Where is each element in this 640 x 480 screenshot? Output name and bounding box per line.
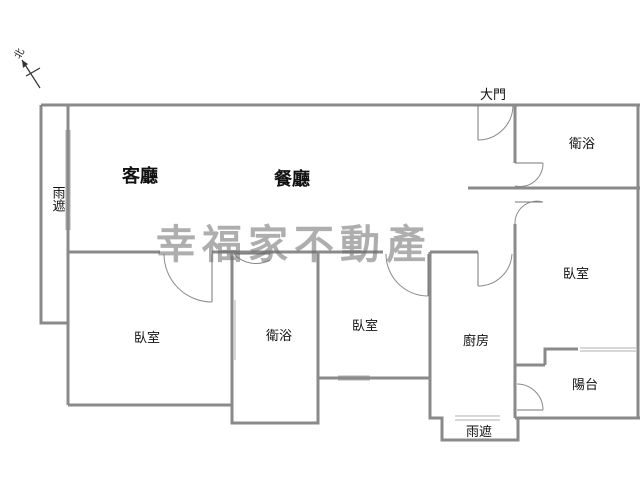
room-label-bedroom-left: 臥室 xyxy=(134,330,160,346)
doors xyxy=(163,104,544,411)
room-label-bedroom-right: 臥室 xyxy=(563,266,589,282)
walls xyxy=(39,103,640,442)
room-label-rain-shelter-bottom: 雨遮 xyxy=(466,424,492,440)
room-label-balcony: 陽台 xyxy=(572,378,598,393)
room-label-dining-room: 餐廳 xyxy=(273,168,310,190)
room-label-bedroom-middle: 臥室 xyxy=(352,318,378,334)
windows xyxy=(65,130,636,421)
room-label-living-room: 客廳 xyxy=(122,165,158,187)
room-label-rain-shelter-left: 雨遮 xyxy=(50,186,66,212)
compass-label: 北 xyxy=(12,46,27,61)
room-label-bathroom-middle: 衛浴 xyxy=(266,329,292,344)
north-arrow-icon: 北 xyxy=(12,46,41,89)
entrance-label: 大門 xyxy=(480,88,506,103)
room-label-kitchen: 廚房 xyxy=(463,333,489,349)
watermark-text: 幸福家不動產 xyxy=(156,222,432,268)
room-label-bathroom-right: 衛浴 xyxy=(569,137,595,152)
